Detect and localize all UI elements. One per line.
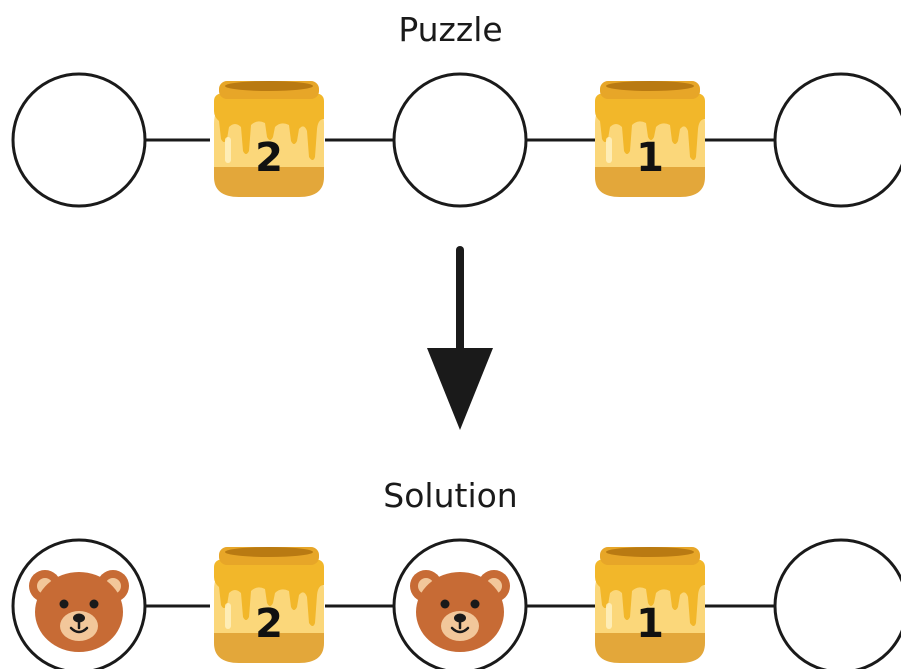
pot-number: 2 <box>255 601 283 647</box>
pot-number: 1 <box>636 601 664 647</box>
honey-pot-icon: 1 <box>595 81 705 197</box>
puzzle-empty-node <box>11 72 147 208</box>
pot-number: 2 <box>255 135 283 181</box>
honey-pot-icon: 1 <box>595 547 705 663</box>
bear-node <box>11 538 147 669</box>
solution-title: Solution <box>383 476 518 515</box>
bear-node <box>392 538 528 669</box>
solution-empty-node <box>773 538 901 669</box>
down-arrow-icon <box>427 246 493 430</box>
puzzle-empty-node <box>773 72 901 208</box>
honey-pot-icon: 2 <box>214 81 324 197</box>
honey-pot-icon: 2 <box>214 547 324 663</box>
puzzle-title: Puzzle <box>398 10 503 49</box>
pot-number: 1 <box>636 135 664 181</box>
puzzle-empty-node <box>392 72 528 208</box>
